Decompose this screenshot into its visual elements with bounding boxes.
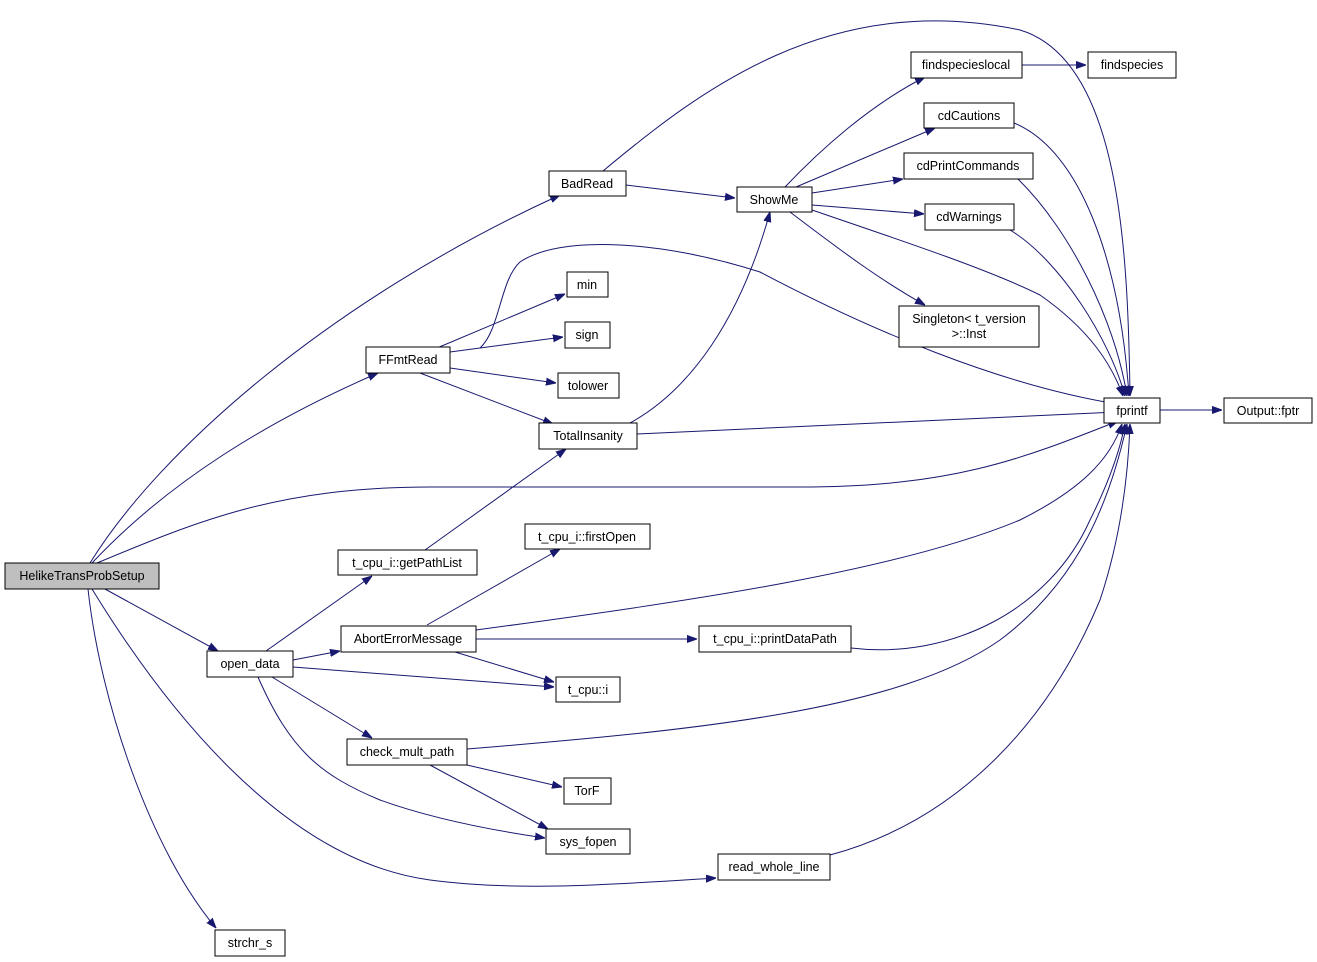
edge-badread-to-fprintf bbox=[602, 20, 1130, 396]
node-singleton-inst[interactable]: Singleton< t_version >::Inst bbox=[898, 305, 1040, 348]
node-printdatapath[interactable]: t_cpu_i::printDataPath bbox=[698, 625, 852, 653]
edge-badread-to-showme bbox=[625, 184, 735, 198]
node-label: TorF bbox=[575, 784, 600, 798]
node-label: cdWarnings bbox=[936, 210, 1002, 224]
node-findspecies[interactable]: findspecies bbox=[1087, 51, 1177, 79]
edge-open-data-to-sys-fopen bbox=[257, 676, 545, 838]
node-cdwarnings[interactable]: cdWarnings bbox=[924, 203, 1015, 231]
node-badread[interactable]: BadRead bbox=[548, 170, 627, 197]
node-label: min bbox=[577, 278, 597, 292]
edge-ffmtread-to-tolower bbox=[449, 367, 556, 383]
edge-helike-to-badread bbox=[89, 195, 560, 564]
node-label: TotalInsanity bbox=[553, 429, 623, 443]
node-torf[interactable]: TorF bbox=[563, 777, 612, 805]
node-label: open_data bbox=[220, 657, 279, 671]
node-sys-fopen[interactable]: sys_fopen bbox=[545, 828, 631, 855]
node-getpathlist[interactable]: t_cpu_i::getPathList bbox=[337, 549, 478, 576]
edge-helike-to-read-whole-line bbox=[91, 588, 716, 887]
node-helike-trans-prob-setup[interactable]: HelikeTransProbSetup bbox=[4, 562, 160, 590]
edges bbox=[87, 20, 1222, 928]
edge-showme-to-findspecieslocal bbox=[784, 77, 925, 188]
nodes: HelikeTransProbSetup BadRead ShowMe find… bbox=[4, 51, 1313, 957]
node-label: findspecies bbox=[1101, 58, 1164, 72]
node-label: HelikeTransProbSetup bbox=[19, 569, 144, 583]
node-read-whole-line[interactable]: read_whole_line bbox=[717, 853, 831, 881]
edge-open-data-to-aborterrormessage bbox=[292, 651, 340, 661]
edge-showme-to-singleton bbox=[789, 211, 925, 305]
node-open-data[interactable]: open_data bbox=[206, 650, 294, 678]
node-label-line2: >::Inst bbox=[952, 327, 987, 341]
node-label: BadRead bbox=[561, 177, 613, 191]
edge-cdwarnings-to-fprintf bbox=[1009, 229, 1125, 396]
edge-open-data-to-getpathlist bbox=[265, 576, 372, 652]
node-label: sys_fopen bbox=[560, 835, 617, 849]
edge-check-mult-path-to-torf bbox=[466, 764, 562, 787]
edge-totalinsanity-to-showme bbox=[629, 212, 770, 424]
node-label: t_cpu_i::firstOpen bbox=[538, 530, 636, 544]
edge-ffmtread-to-totalinsanity bbox=[419, 372, 553, 424]
node-cdcautions[interactable]: cdCautions bbox=[923, 102, 1015, 129]
node-check-mult-path[interactable]: check_mult_path bbox=[346, 738, 468, 766]
node-label: t_cpu::i bbox=[568, 683, 608, 697]
node-label: cdPrintCommands bbox=[917, 159, 1020, 173]
node-label-line1: Singleton< t_version bbox=[912, 312, 1026, 326]
node-label: fprintf bbox=[1116, 404, 1148, 418]
edge-helike-to-fprintf bbox=[96, 421, 1118, 564]
edge-open-data-to-t-cpu-i bbox=[292, 666, 554, 687]
node-cdprintcommands[interactable]: cdPrintCommands bbox=[903, 152, 1034, 180]
node-tolower[interactable]: tolower bbox=[557, 372, 620, 399]
edge-aborterrormessage-to-fprintf bbox=[475, 424, 1122, 631]
edge-totalinsanity-to-fprintf bbox=[636, 412, 1117, 435]
node-sign[interactable]: sign bbox=[564, 321, 611, 349]
node-findspecieslocal[interactable]: findspecieslocal bbox=[910, 51, 1023, 79]
node-firstopen[interactable]: t_cpu_i::firstOpen bbox=[524, 523, 651, 550]
edge-showme-to-cdcautions bbox=[795, 128, 935, 188]
node-label: ShowMe bbox=[750, 193, 799, 207]
node-label: t_cpu_i::printDataPath bbox=[713, 632, 837, 646]
edge-showme-to-cdprintcommands bbox=[811, 179, 903, 194]
node-label: AbortErrorMessage bbox=[354, 632, 462, 646]
node-ffmtread[interactable]: FFmtRead bbox=[365, 346, 451, 374]
edge-aborterrormessage-to-t-cpu-i bbox=[454, 651, 554, 682]
node-output-fptr[interactable]: Output::fptr bbox=[1223, 397, 1313, 424]
node-label: strchr_s bbox=[228, 936, 272, 950]
edge-cdprintcommands-to-fprintf bbox=[1017, 178, 1127, 396]
node-label: cdCautions bbox=[938, 109, 1001, 123]
edge-showme-to-fprintf bbox=[811, 209, 1123, 396]
node-min[interactable]: min bbox=[566, 271, 609, 298]
node-label: findspecieslocal bbox=[922, 58, 1010, 72]
node-label: read_whole_line bbox=[728, 860, 819, 874]
edge-getpathlist-to-totalinsanity bbox=[424, 449, 566, 551]
edge-ffmtread-to-min bbox=[436, 294, 565, 349]
node-label: check_mult_path bbox=[360, 745, 455, 759]
node-label: tolower bbox=[568, 379, 608, 393]
edge-check-mult-path-to-sys-fopen bbox=[429, 764, 548, 829]
edge-read-whole-line-to-fprintf bbox=[829, 424, 1130, 856]
edge-helike-to-strchr-s bbox=[87, 588, 216, 928]
node-totalinsanity[interactable]: TotalInsanity bbox=[538, 422, 638, 450]
edge-open-data-to-check-mult-path bbox=[271, 676, 372, 738]
edge-helike-to-open-data bbox=[104, 588, 218, 651]
node-label: FFmtRead bbox=[378, 353, 437, 367]
edge-printdatapath-to-fprintf bbox=[850, 424, 1125, 651]
edge-check-mult-path-to-fprintf bbox=[466, 424, 1127, 750]
node-aborterrormessage[interactable]: AbortErrorMessage bbox=[340, 625, 477, 653]
edge-aborterrormessage-to-firstopen bbox=[426, 549, 560, 626]
node-label: sign bbox=[576, 328, 599, 342]
edge-ffmtread-to-sign bbox=[449, 337, 563, 353]
node-label: t_cpu_i::getPathList bbox=[352, 556, 462, 570]
node-showme[interactable]: ShowMe bbox=[736, 186, 813, 213]
node-t-cpu-i[interactable]: t_cpu::i bbox=[555, 676, 621, 703]
edge-helike-to-ffmtread bbox=[91, 373, 378, 564]
node-label: Output::fptr bbox=[1237, 404, 1300, 418]
node-fprintf[interactable]: fprintf bbox=[1103, 397, 1161, 424]
edge-cdcautions-to-fprintf bbox=[1013, 122, 1129, 396]
edge-showme-to-cdwarnings bbox=[811, 204, 924, 214]
node-strchr-s[interactable]: strchr_s bbox=[214, 929, 286, 957]
edge-ffmtread-to-fprintf bbox=[479, 244, 1117, 404]
